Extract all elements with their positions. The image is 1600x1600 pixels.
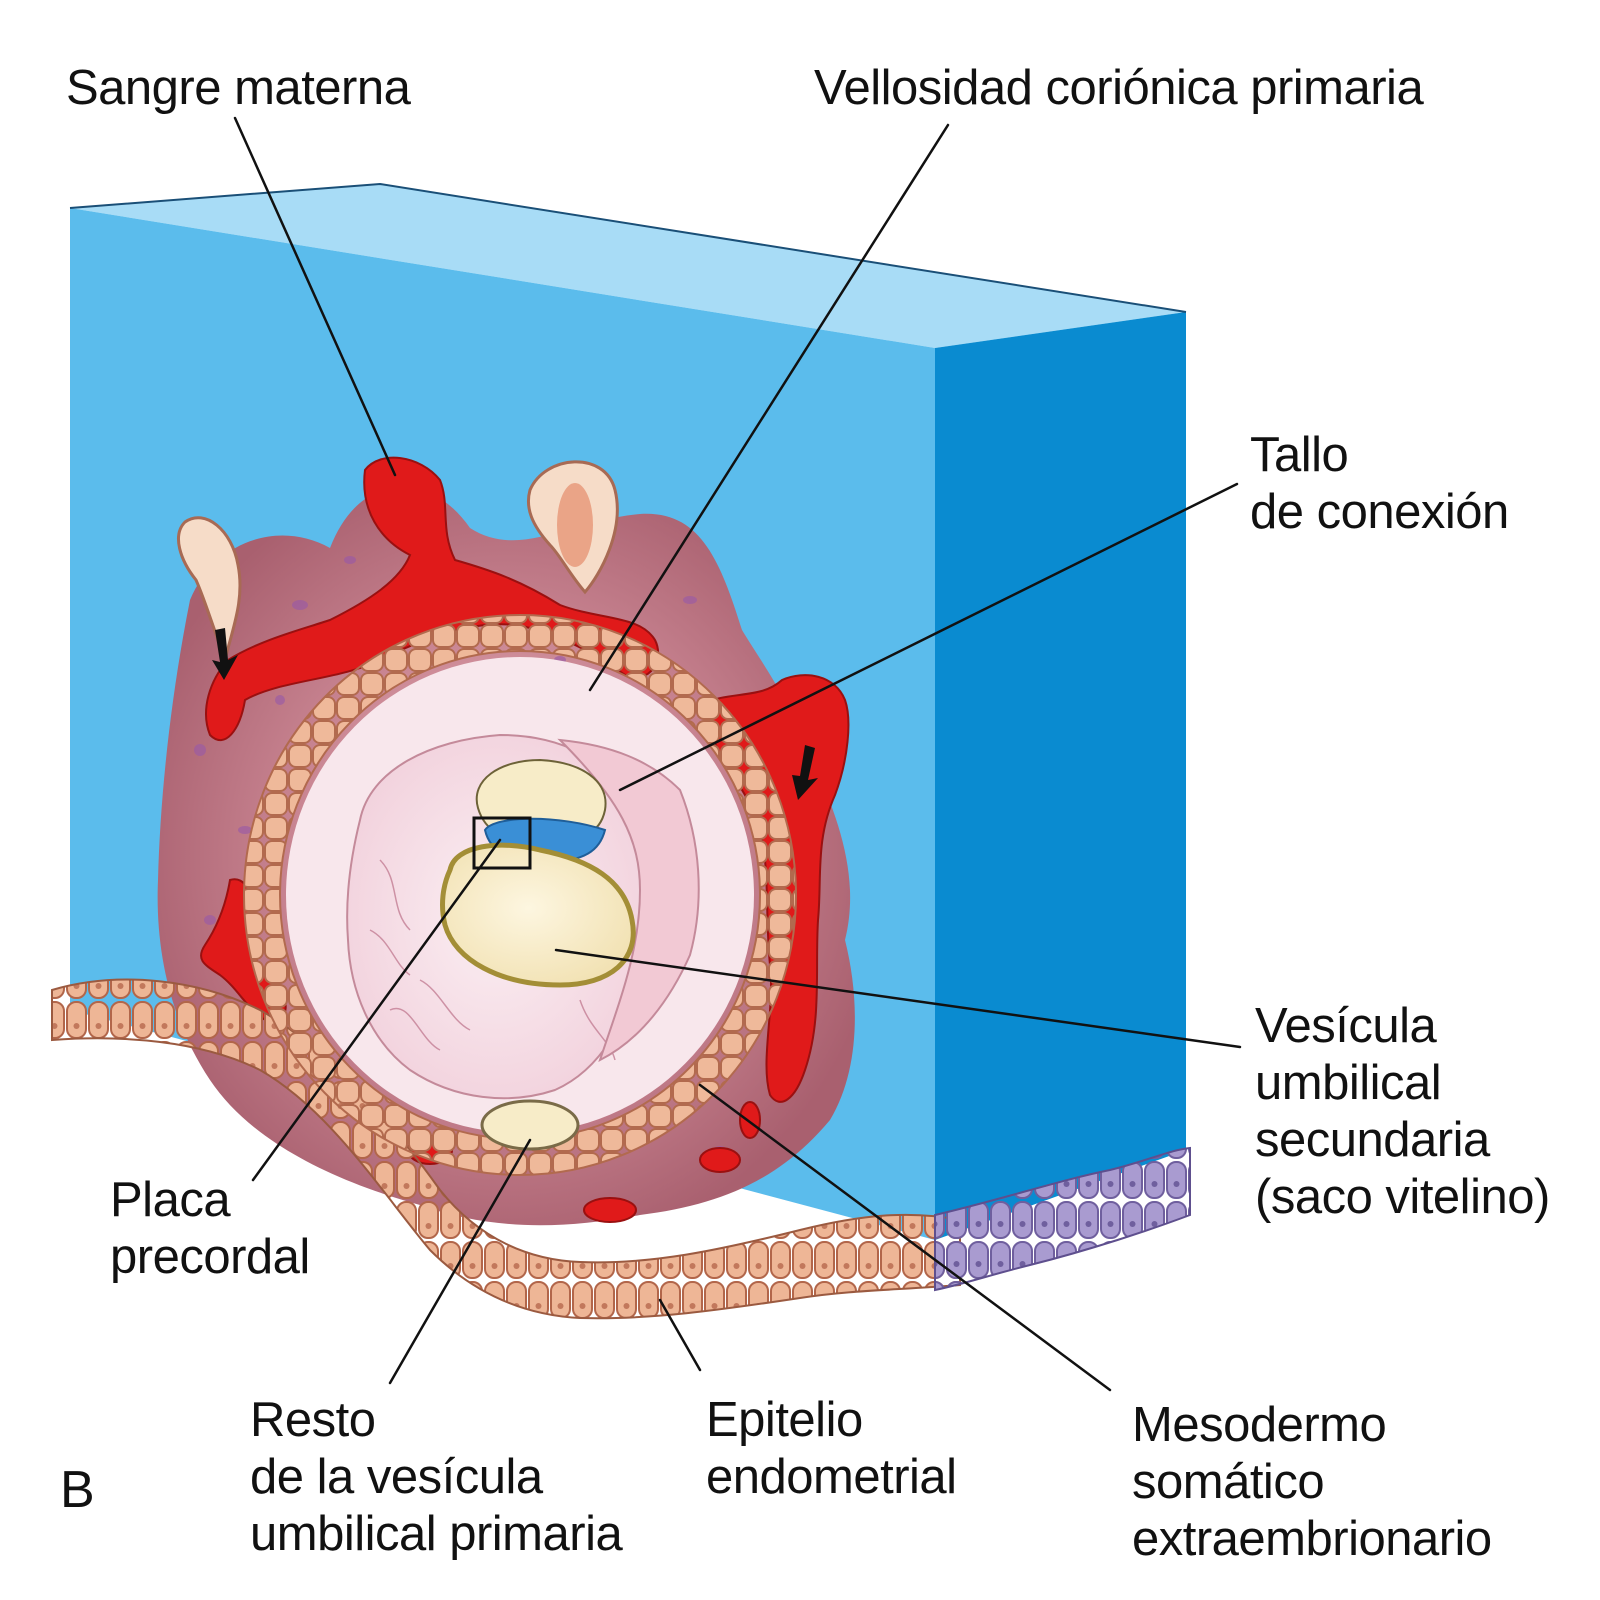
label-line: Placa (110, 1173, 231, 1227)
label-line: extraembrionario (1132, 1512, 1492, 1566)
uterine-gland-middle-lumen (557, 483, 593, 567)
leader-vesicula (554, 948, 1242, 1049)
label-placa-precordal: Placa precordal (110, 1172, 310, 1286)
label-vellosidad-corionica-primaria: Vellosidad coriónica primaria (814, 60, 1424, 117)
blood-flow-arrow-left (212, 628, 238, 680)
panel-letter: B (60, 1461, 95, 1519)
epithelium-side (934, 1146, 1191, 1292)
trophoblast-outline-outer (243, 614, 797, 1176)
label-line: de la vesícula (250, 1450, 543, 1504)
lacuna-bottom-4 (739, 1101, 761, 1139)
leader-mesodermo (698, 1083, 1112, 1392)
prechordal-plate-box (472, 816, 532, 870)
label-line: Tallo (1250, 428, 1349, 482)
uterine-glands (177, 460, 619, 666)
label-line: Vellosidad coriónica primaria (814, 61, 1424, 115)
blood-flow-arrow-right (792, 745, 818, 800)
label-line: Mesodermo (1132, 1398, 1387, 1452)
label-line: Resto (250, 1393, 376, 1447)
label-line: somático (1132, 1455, 1325, 1509)
label-resto-vesicula-primaria: Resto de la vesícula umbilical primaria (250, 1392, 623, 1563)
label-sangre-materna: Sangre materna (66, 60, 411, 117)
blood-flow-arrows (212, 628, 818, 800)
label-mesodermo-somatico: Mesodermo somático extraembrionario (1132, 1397, 1492, 1568)
block-top-edge (69, 182, 1187, 313)
label-tallo-de-conexion: Tallo de conexión (1250, 427, 1509, 541)
block-top-face (70, 184, 1186, 348)
label-line: umbilical (1255, 1056, 1442, 1110)
lacuna-bottom-3 (699, 1147, 741, 1173)
primary-yolk-sac-remnant (480, 1099, 580, 1151)
block-side-face (935, 312, 1186, 1240)
label-line: Epitelio (706, 1393, 863, 1447)
label-epitelio-endometrial: Epitelio endometrial (706, 1392, 957, 1506)
label-line: Sangre materna (66, 61, 411, 115)
label-line: umbilical primaria (250, 1507, 623, 1561)
label-line: de conexión (1250, 485, 1509, 539)
lacuna-bottom-2 (583, 1197, 637, 1223)
leader-lines (233, 116, 1242, 1392)
leader-placa (251, 838, 502, 1182)
leader-sangre-materna (233, 116, 397, 477)
leader-resto (388, 1138, 532, 1385)
label-line: Vesícula (1255, 999, 1437, 1053)
label-line: endometrial (706, 1450, 957, 1504)
label-line: (saco vitelino) (1255, 1170, 1550, 1224)
leader-vellosidad (588, 123, 950, 692)
connecting-stalk (557, 738, 700, 1062)
embryonic-disc (440, 758, 636, 1151)
leader-epitelio (658, 1298, 702, 1372)
label-vesicula-umbilical-secundaria: Vesícula umbilical secundaria (saco vite… (1255, 998, 1550, 1226)
label-line: secundaria (1255, 1113, 1490, 1167)
leader-tallo (618, 482, 1239, 792)
label-line: precordal (110, 1230, 310, 1284)
